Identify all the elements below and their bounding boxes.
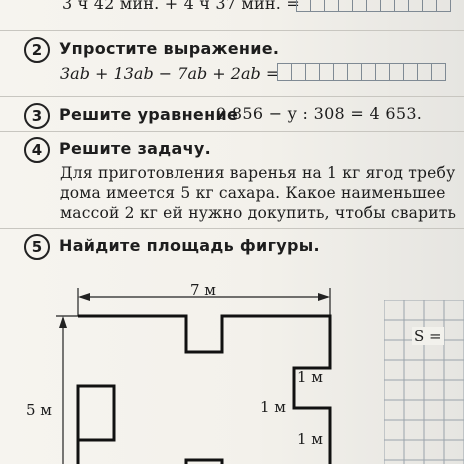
height-arrow-top xyxy=(59,316,67,328)
answer-boxes-task2 xyxy=(277,63,446,81)
divider xyxy=(0,30,464,31)
label-notch-top: 1 м xyxy=(297,368,323,386)
label-height: 5 м xyxy=(26,401,52,419)
task4-title: Решите задачу. xyxy=(59,139,211,158)
area-answer-label: S = xyxy=(412,327,444,345)
task2-title: Упростите выражение. xyxy=(59,39,280,58)
label-width: 7 м xyxy=(190,281,216,299)
task-number-3: 3 xyxy=(24,103,50,129)
divider xyxy=(0,96,464,97)
divider xyxy=(0,228,464,229)
width-arrow-left xyxy=(78,293,90,301)
task5-title: Найдите площадь фигуры. xyxy=(59,236,320,255)
task-number-5: 5 xyxy=(24,234,50,260)
top-line-text: 3 ч 42 мин. + 4 ч 37 мин. = xyxy=(62,0,300,13)
task2-expression: 3ab + 13ab − 7ab + 2ab = xyxy=(60,64,280,83)
width-arrow-right xyxy=(318,293,330,301)
task-number-2: 2 xyxy=(24,37,50,63)
task3-equation: 9 856 − y : 308 = 4 653. xyxy=(216,104,423,123)
figure-outline xyxy=(76,314,332,464)
divider xyxy=(0,131,464,132)
task3-title: Решите уравнение xyxy=(59,105,239,124)
task-number-4: 4 xyxy=(24,137,50,163)
answer-boxes-top xyxy=(296,0,451,12)
task4-line-2: дома имеется 5 кг сахара. Какое наименьш… xyxy=(60,184,446,202)
label-notch-mid: 1 м xyxy=(260,398,286,416)
label-notch-bottom: 1 м xyxy=(297,430,323,448)
figure-diagram xyxy=(56,288,332,464)
task4-line-1: Для приготовления варенья на 1 кг ягод т… xyxy=(60,164,456,182)
answer-grid xyxy=(384,300,464,464)
task4-line-3: массой 2 кг ей нужно докупить, чтобы сва… xyxy=(60,204,457,222)
